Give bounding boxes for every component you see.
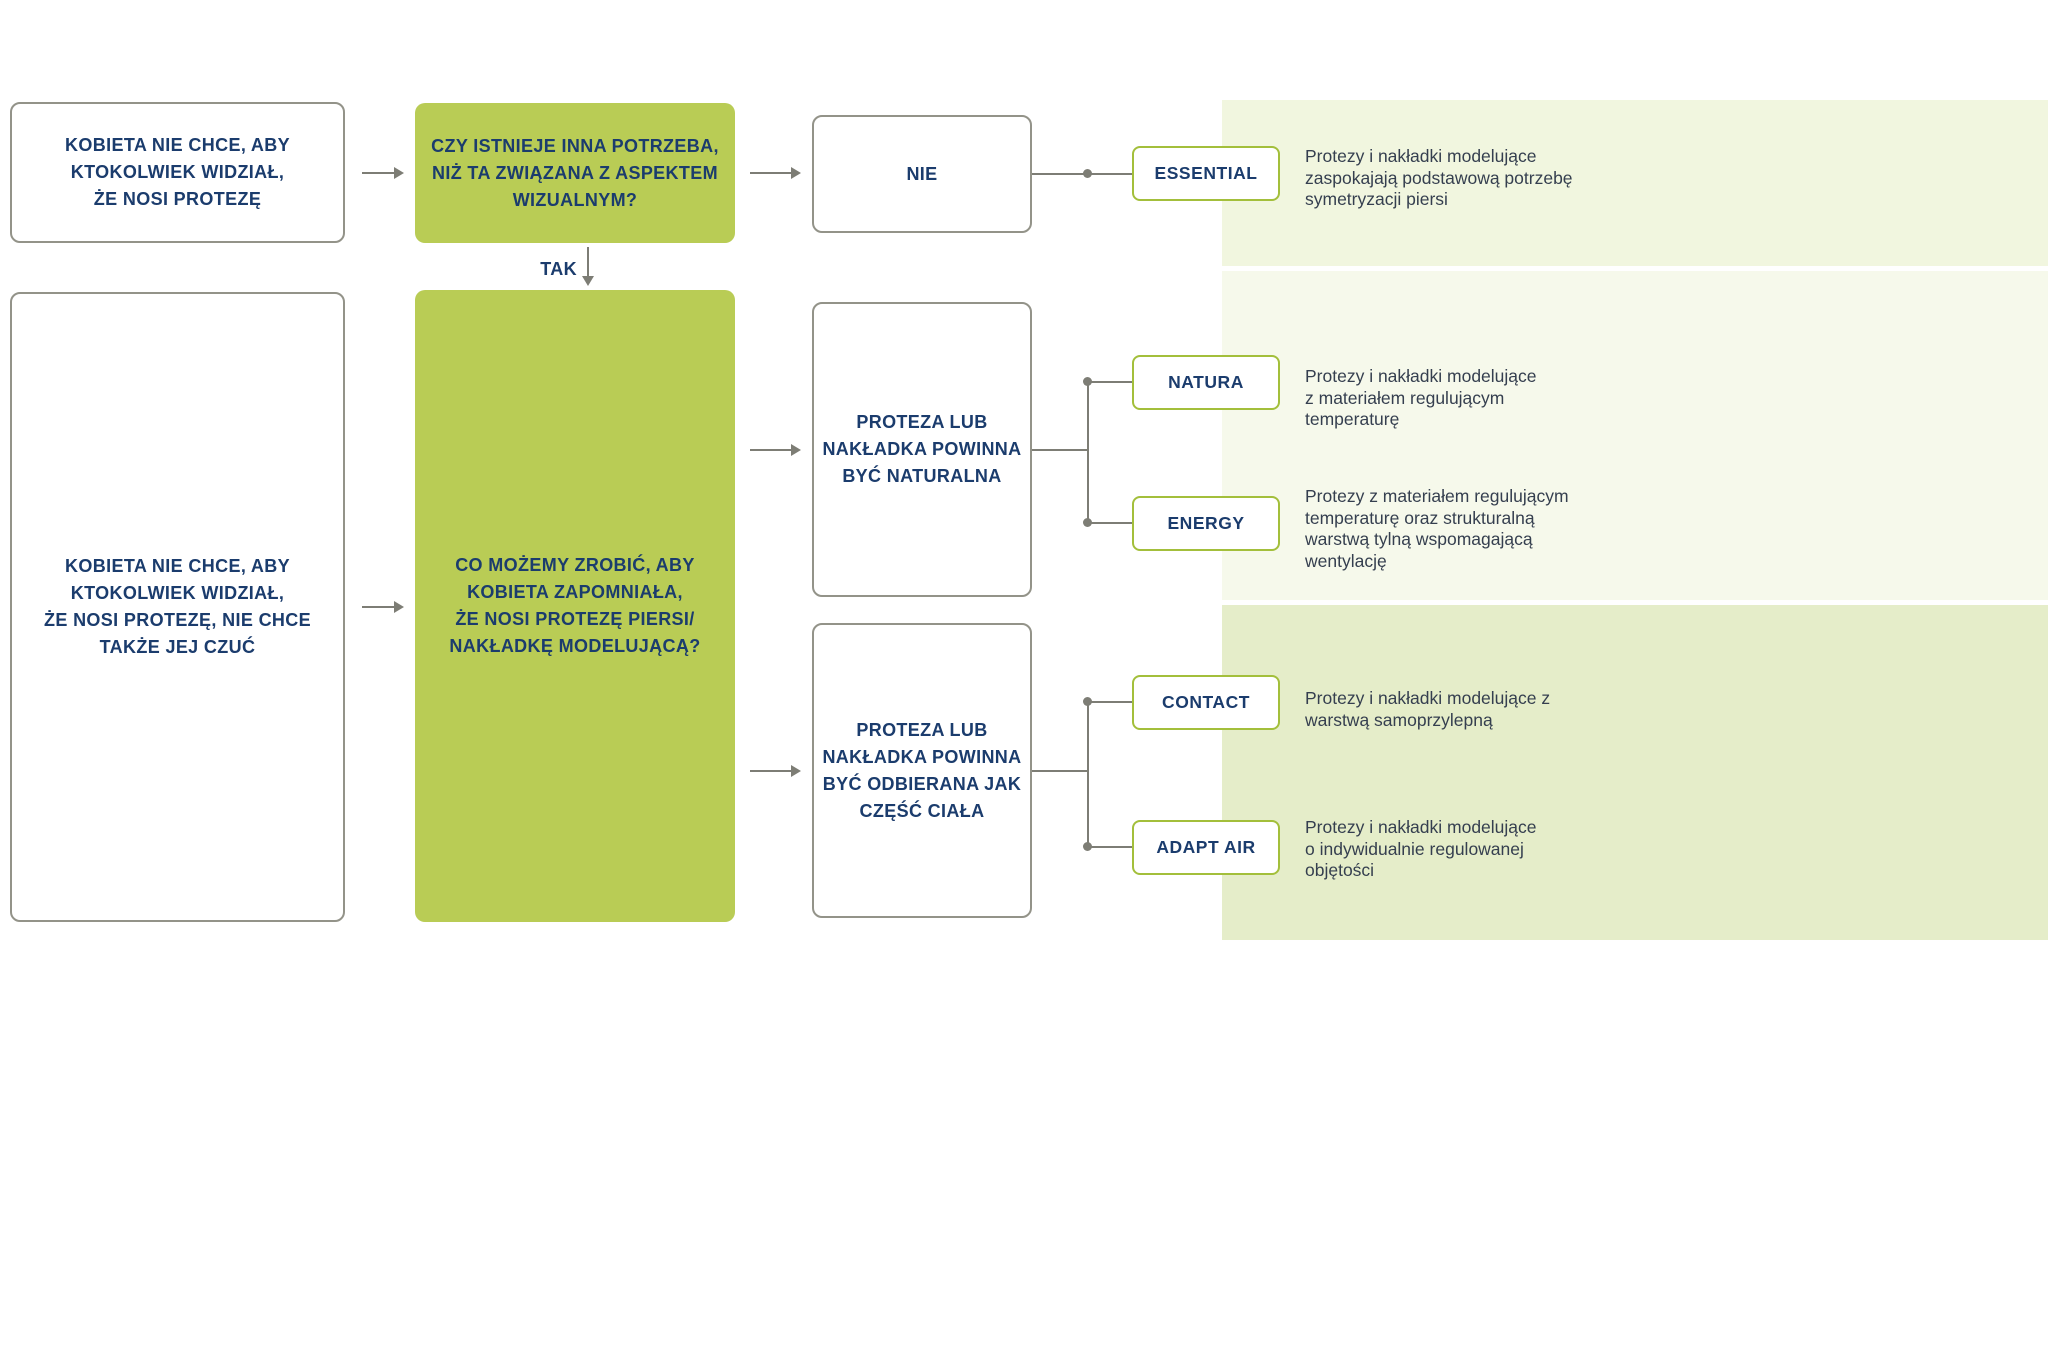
arrow-right-icon [750,770,792,772]
junction-dot [1083,842,1092,851]
strip-essential-bg [1222,100,2048,266]
node-answer-no: NIE [812,115,1032,233]
arrow-right-icon [362,172,395,174]
connector-line [1032,449,1089,451]
node-no-visibility-no-feel: KOBIETA NIE CHCE, ABY KTOKOLWIEK WIDZIAŁ… [10,292,345,922]
connector-line [1087,381,1132,383]
product-box-contact: CONTACT [1132,675,1280,730]
node-bodypart-requirement: PROTEZA LUB NAKŁADKA POWINNA BYĆ ODBIERA… [812,623,1032,918]
connector-line [1087,701,1132,703]
node-question-other-need: CZY ISTNIEJE INNA POTRZEBA, NIŻ TA ZWIĄZ… [415,103,735,243]
product-box-essential: ESSENTIAL [1132,146,1280,201]
strip-natural-bg [1222,271,2048,600]
junction-dot [1083,377,1092,386]
connector-line [1087,522,1132,524]
connector-line [1087,382,1089,523]
label-answer-yes: TAK [540,259,577,279]
node-question-forget: CO MOŻEMY ZROBIĆ, ABY KOBIETA ZAPOMNIAŁA… [415,290,735,922]
product-description-energy: Protezy z materiałem regulującym tempera… [1305,486,1569,571]
product-description-natura: Protezy i nakładki modelujące z materiał… [1305,366,1537,429]
product-description-essential: Protezy i nakładki modelujące zaspokajaj… [1305,146,1573,209]
junction-dot [1083,518,1092,527]
connector-line [1087,702,1089,847]
connector-line [1032,770,1089,772]
product-description-adapt-air: Protezy i nakładki modelujące o indywidu… [1305,817,1537,880]
product-description-contact: Protezy i nakładki modelujące z warstwą … [1305,688,1551,730]
arrow-right-icon [750,172,792,174]
arrow-right-icon [750,449,792,451]
arrow-down-icon [587,247,589,277]
product-box-energy: ENERGY [1132,496,1280,551]
connector-line [1032,173,1132,175]
arrow-right-icon [362,606,395,608]
product-box-natura: NATURA [1132,355,1280,410]
node-no-visibility: KOBIETA NIE CHCE, ABY KTOKOLWIEK WIDZIAŁ… [10,102,345,243]
node-natural-requirement: PROTEZA LUB NAKŁADKA POWINNA BYĆ NATURAL… [812,302,1032,597]
junction-dot [1083,169,1092,178]
junction-dot [1083,697,1092,706]
product-box-adapt-air: ADAPT AIR [1132,820,1280,875]
connector-line [1087,846,1132,848]
strip-bodypart-bg [1222,605,2048,940]
